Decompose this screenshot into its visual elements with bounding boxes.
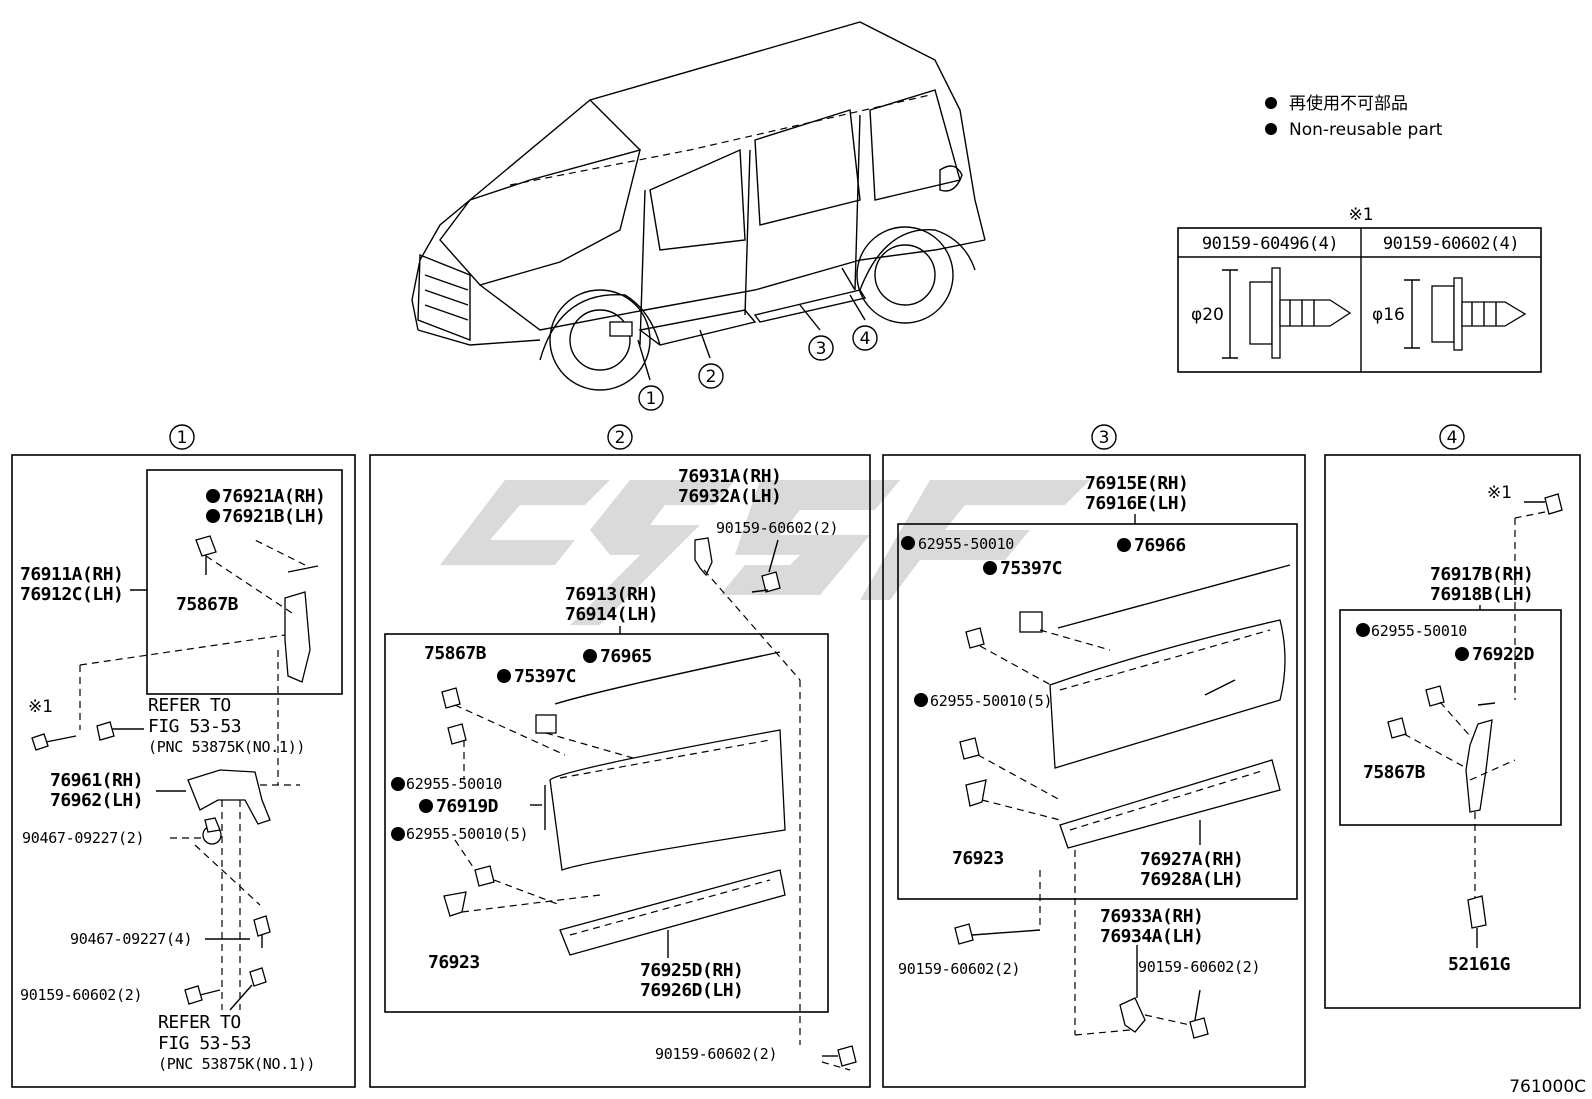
s4-clip2: 75867B — [1363, 762, 1426, 783]
s3-lower-rh: 76927A(RH) — [1140, 849, 1243, 870]
s1-refer2-pnc: (PNC 53875K(NO.1)) — [158, 1055, 315, 1073]
s3-bolt-left: 90159-60602(2) — [898, 960, 1020, 978]
s1-main-lh: 76912C(LH) — [20, 584, 123, 605]
s3-retainer: 76923 — [952, 848, 1004, 869]
callout-2: 2 — [706, 367, 717, 387]
s1-bullet-b: 76921B(LH) — [222, 506, 325, 527]
s2-lower-lh: 76926D(LH) — [640, 980, 743, 1001]
section-3-callout: 3 — [1099, 428, 1110, 448]
watermark-logo — [440, 480, 1090, 625]
legend-japanese: 再使用不可部品 — [1289, 93, 1408, 114]
s2-clip4: 62955-50010(5) — [406, 825, 528, 843]
s4-main-rh: 76917B(RH) — [1430, 564, 1533, 585]
s2-clip: 75867B — [424, 643, 487, 664]
diagram-id: 761000C — [1509, 1077, 1586, 1097]
non-reusable-bullet-icon — [391, 827, 405, 841]
s3-main-rh: 76915E(RH) — [1085, 473, 1188, 494]
legend-bullet-icon — [1265, 97, 1277, 109]
s1-refer1-pnc: (PNC 53875K(NO.1)) — [148, 738, 305, 756]
s2-clip3: 62955-50010 — [406, 775, 502, 793]
s2-retainer: 76923 — [428, 952, 480, 973]
s1-refer2: REFER TO — [158, 1012, 241, 1033]
section-frames — [11, 424, 1581, 1088]
s3-tape: 76966 — [1134, 535, 1186, 556]
non-reusable-bullet-icon — [983, 561, 997, 575]
table-col2-part: 90159-60602(4) — [1383, 234, 1519, 254]
non-reusable-bullet-icon — [206, 509, 220, 523]
s2-main-rh: 76913(RH) — [565, 584, 658, 605]
callout-1: 1 — [646, 389, 657, 409]
legend-english: Non-reusable part — [1289, 120, 1443, 140]
vehicle-illustration — [411, 21, 986, 391]
s3-bracket-bolt: 90159-60602(2) — [1138, 958, 1260, 976]
s4-seal: 76922D — [1472, 644, 1535, 665]
section-4-callout: 4 — [1447, 428, 1458, 448]
s2-main-lh: 76914(LH) — [565, 604, 658, 625]
s4-main-lh: 76918B(LH) — [1430, 584, 1533, 605]
non-reusable-bullet-icon — [914, 693, 928, 707]
s1-screw2: 90467-09227(4) — [70, 930, 192, 948]
fastener-table — [1177, 227, 1542, 373]
callout-4: 4 — [860, 329, 871, 349]
s2-bracket-lh: 76932A(LH) — [678, 486, 781, 507]
section-2-callout: 2 — [615, 428, 626, 448]
vehicle-callouts — [637, 294, 878, 411]
s1-refer1-fig: FIG 53-53 — [148, 716, 241, 737]
s1-flap-rh: 76961(RH) — [50, 770, 143, 791]
s3-clip2: 75397C — [1000, 558, 1062, 579]
s1-screw1: 90467-09227(2) — [22, 829, 144, 847]
s2-lower-rh: 76925D(RH) — [640, 960, 743, 981]
s2-seal: 76919D — [436, 796, 499, 817]
non-reusable-bullet-icon — [391, 777, 405, 791]
s1-refer1: REFER TO — [148, 695, 231, 716]
callout-3: 3 — [816, 339, 827, 359]
non-reusable-bullet-icon — [901, 536, 915, 550]
non-reusable-bullet-icon — [419, 799, 433, 813]
table-col1-dia: φ20 — [1191, 305, 1224, 325]
s1-main-rh: 76911A(RH) — [20, 564, 123, 585]
table-col1-part: 90159-60496(4) — [1202, 234, 1338, 254]
section-4-parts — [1387, 493, 1563, 948]
s2-bracket-rh: 76931A(RH) — [678, 466, 781, 487]
s1-bullet-a: 76921A(RH) — [222, 486, 325, 507]
s3-lower-lh: 76928A(LH) — [1140, 869, 1243, 890]
s1-bolt: 90159-60602(2) — [20, 986, 142, 1004]
s2-bottom-bolt: 90159-60602(2) — [655, 1045, 777, 1063]
s4-note: ※1 — [1487, 483, 1512, 503]
non-reusable-bullet-icon — [583, 649, 597, 663]
s1-clip: 75867B — [176, 594, 239, 615]
s2-clip2: 75397C — [514, 666, 576, 687]
table-col2-dia: φ16 — [1372, 305, 1405, 325]
section-1-parts — [31, 535, 319, 1011]
section-1-callout: 1 — [177, 428, 188, 448]
table-note: ※1 — [1348, 205, 1373, 225]
s3-bracket-rh: 76933A(RH) — [1100, 906, 1203, 927]
non-reusable-bullet-icon — [497, 669, 511, 683]
s3-clip3: 62955-50010(5) — [930, 692, 1052, 710]
s3-main-lh: 76916E(LH) — [1085, 493, 1188, 514]
s1-flap-lh: 76962(LH) — [50, 790, 143, 811]
s3-bracket-lh: 76934A(LH) — [1100, 926, 1203, 947]
s4-clip3: 52161G — [1448, 954, 1510, 975]
non-reusable-bullet-icon — [206, 489, 220, 503]
s2-tape: 76965 — [600, 646, 652, 667]
s3-clip1: 62955-50010 — [918, 535, 1014, 553]
non-reusable-bullet-icon — [1356, 623, 1370, 637]
section-2-parts — [441, 537, 857, 1071]
non-reusable-bullet-icon — [1117, 538, 1131, 552]
section-3-parts — [954, 564, 1291, 1039]
non-reusable-bullet-icon — [1455, 647, 1469, 661]
s1-refer2-fig: FIG 53-53 — [158, 1033, 251, 1054]
s2-bracket-bolt: 90159-60602(2) — [716, 519, 838, 537]
s4-clip1: 62955-50010 — [1371, 622, 1467, 640]
legend-bullet-icon — [1265, 123, 1277, 135]
s1-note: ※1 — [28, 697, 53, 717]
